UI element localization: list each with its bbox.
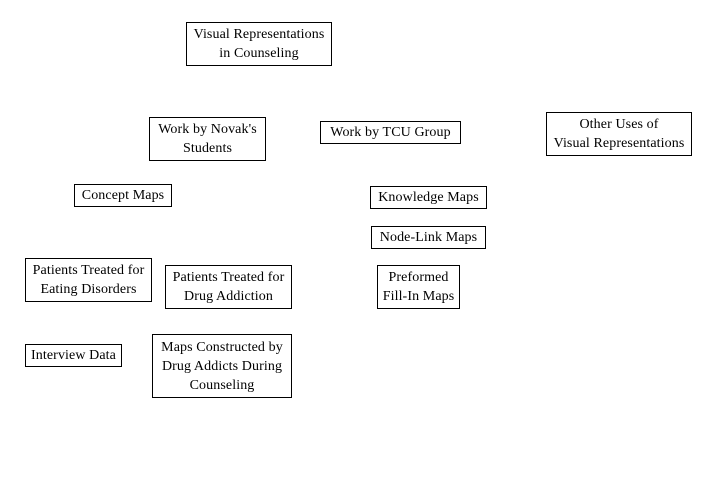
node-knowledge-maps: Knowledge Maps	[370, 186, 487, 209]
node-label-line: Drug Addicts During	[161, 358, 283, 374]
node-label-line: Work by TCU Group	[330, 125, 451, 140]
node-label-line: Node-Link Maps	[379, 230, 478, 245]
node-label-line: Counseling	[189, 377, 255, 393]
node-label-line: Drug Addiction	[184, 289, 273, 304]
node-label-line: Patients Treated for	[172, 270, 285, 285]
node-label-line: Other Uses of	[579, 117, 659, 132]
node-label-line: Work by Novak's	[158, 122, 257, 137]
node-visual-representations-in-counseling: Visual Representations in Counseling	[186, 22, 332, 66]
node-label-line: Visual Representations	[553, 136, 685, 151]
node-label-line: in Counseling	[219, 46, 299, 61]
node-work-by-tcu-group: Work by TCU Group	[320, 121, 461, 144]
node-interview-data: Interview Data	[25, 344, 122, 367]
node-label-line: Visual Representations	[193, 27, 325, 42]
node-label-line: Concept Maps	[81, 188, 165, 203]
node-label-line: Eating Disorders	[40, 282, 137, 297]
node-label-line: Fill-In Maps	[382, 289, 455, 304]
node-concept-maps: Concept Maps	[74, 184, 172, 207]
node-label-line: Preformed	[388, 270, 449, 285]
node-label-line: Maps Constructed by	[161, 339, 283, 355]
node-label-line: Interview Data	[31, 348, 116, 363]
node-label-line: Patients Treated for	[32, 263, 145, 278]
node-label-line: Knowledge Maps	[378, 190, 479, 205]
node-label-line: Students	[182, 141, 233, 156]
node-other-uses-of-visual-representations: Other Uses of Visual Representations	[546, 112, 692, 156]
node-node-link-maps: Node-Link Maps	[371, 226, 486, 249]
